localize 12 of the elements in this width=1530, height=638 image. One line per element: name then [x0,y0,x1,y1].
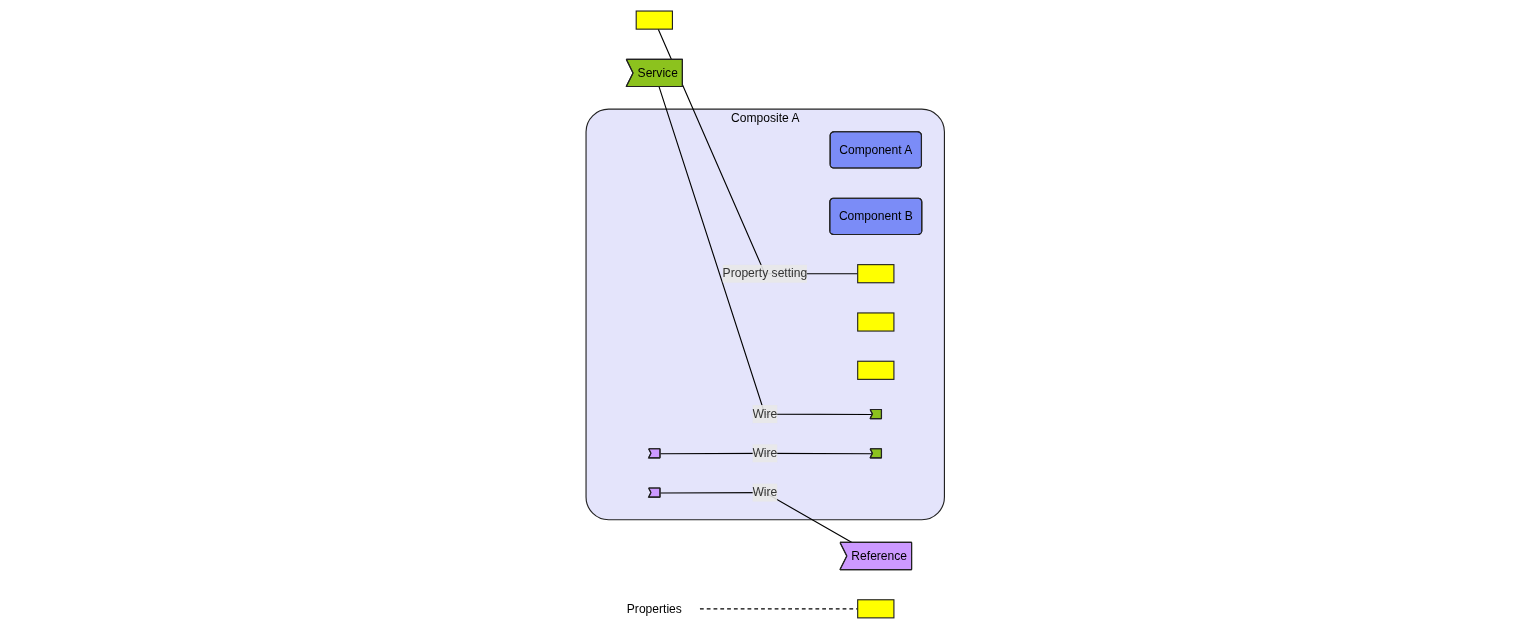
edge-label: Property setting [722,266,807,280]
edge-label: Wire [752,485,778,499]
node-box [856,264,895,284]
node-box [856,312,895,332]
connector [659,452,874,455]
node-text: Properties [626,602,682,615]
node-box [635,10,673,30]
edge-label: Wire [752,446,778,460]
node-box [856,360,895,380]
connector [658,86,874,416]
node-box [856,599,895,619]
edge-label: Wire [752,407,778,421]
